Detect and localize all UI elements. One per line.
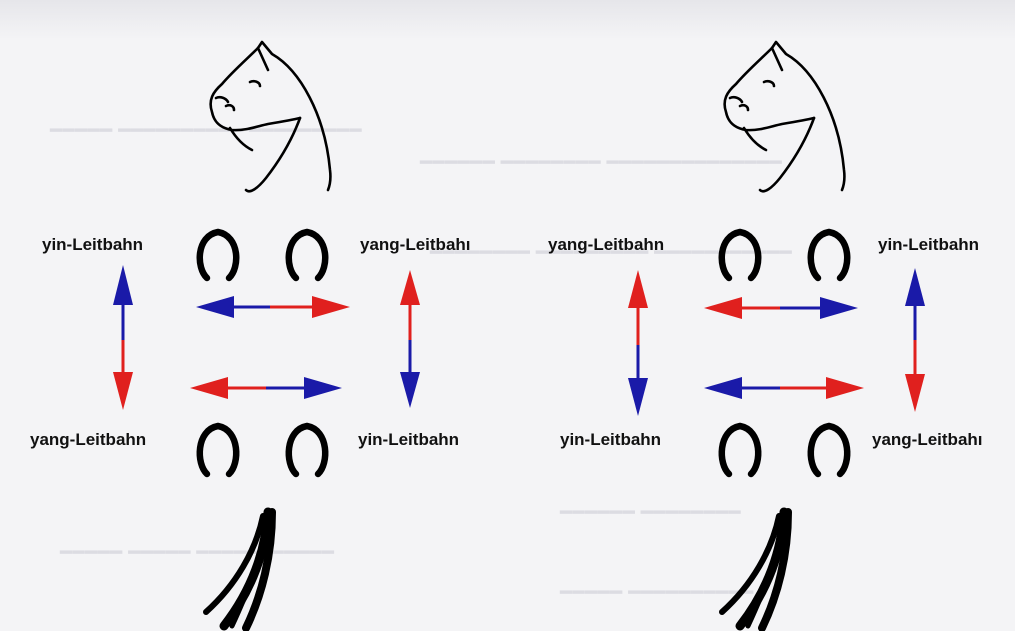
top-right-label: yang-Leitbahı — [360, 235, 471, 255]
top-left-label: yin-Leitbahn — [42, 235, 143, 255]
horseshoe-icon — [811, 232, 847, 278]
top-left-label: yang-Leitbahn — [548, 235, 664, 255]
top-right-label: yin-Leitbahn — [878, 235, 979, 255]
horseshoe-icon — [811, 426, 847, 474]
horseshoe-icon — [722, 426, 758, 474]
horse-tail-icon — [206, 512, 272, 628]
horse-head-icon — [211, 42, 331, 191]
bottom-right-label: yang-Leitbahı — [872, 430, 983, 450]
arrow-icon — [196, 296, 350, 318]
horseshoe-icon — [289, 426, 325, 474]
bottom-right-label: yin-Leitbahn — [358, 430, 459, 450]
horseshoe-icon — [289, 232, 325, 278]
arrow-icon — [628, 270, 648, 416]
arrow-icon — [704, 297, 858, 319]
horseshoe-icon — [200, 426, 236, 474]
arrow-icon — [400, 270, 420, 408]
horseshoe-icon — [200, 232, 236, 278]
horse-tail-icon — [722, 512, 788, 628]
arrow-icon — [190, 377, 342, 399]
diagram-panel-left: yin-Leitbahn yang-Leitbahı yang-Leitbahn… — [0, 0, 508, 631]
arrow-icon — [905, 268, 925, 412]
arrow-icon — [113, 265, 133, 410]
horseshoe-icon — [722, 232, 758, 278]
bottom-left-label: yin-Leitbahn — [560, 430, 661, 450]
horse-head-icon — [725, 42, 845, 191]
diagram-panel-right: yang-Leitbahn yin-Leitbahn yin-Leitbahn … — [508, 0, 1015, 631]
bottom-left-label: yang-Leitbahn — [30, 430, 146, 450]
arrow-icon — [704, 377, 864, 399]
